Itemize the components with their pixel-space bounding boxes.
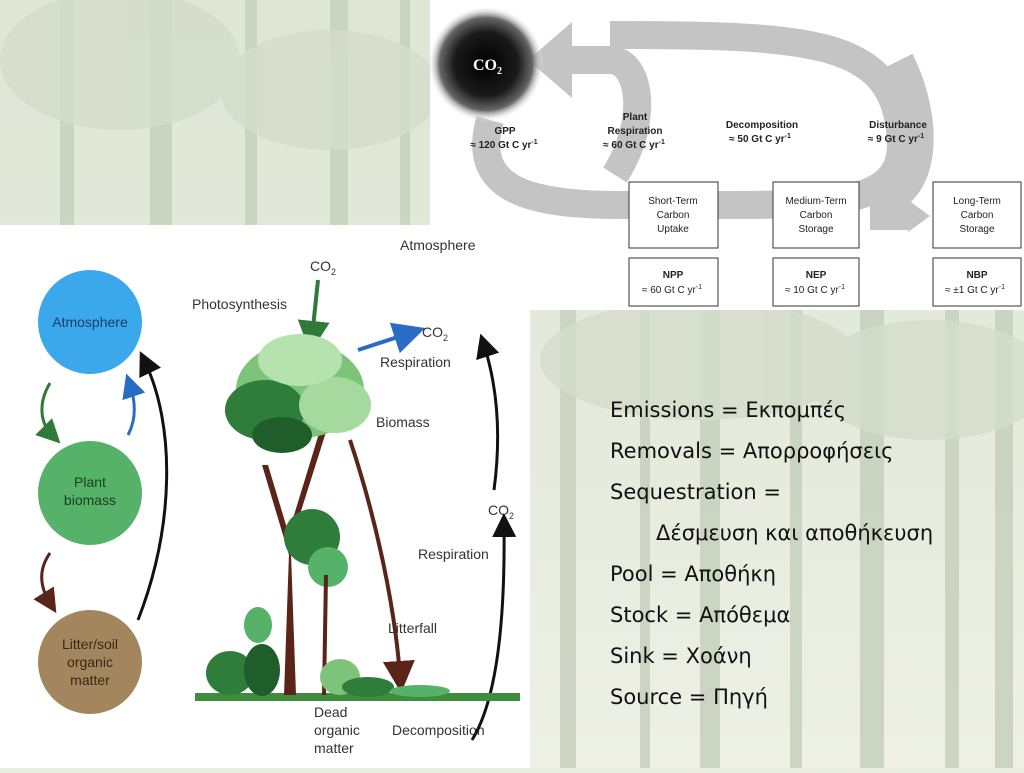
glossary-sequestration-translation: Δέσμευση και αποθήκευση xyxy=(656,521,934,545)
co2-lower-label: CO2 xyxy=(488,502,514,521)
svg-text:Storage: Storage xyxy=(959,224,994,235)
decomposition-label: Decomposition xyxy=(392,722,485,738)
atm-to-plant-arrow xyxy=(35,382,61,444)
litter-to-atm-arrow xyxy=(136,351,169,621)
photosynthesis-arrow xyxy=(297,279,330,353)
svg-text:Carbon: Carbon xyxy=(657,210,690,221)
svg-text:Uptake: Uptake xyxy=(657,224,689,235)
tree-illustration xyxy=(206,334,450,697)
respiration-lower-label: Respiration xyxy=(418,546,489,562)
short-term-box: Short-Term Carbon Uptake xyxy=(628,181,719,249)
atmosphere-circle xyxy=(38,270,142,374)
svg-text:Long-Term: Long-Term xyxy=(953,196,1001,207)
npp-box: NPP ≈ 60 Gt C yr-1 xyxy=(628,257,719,307)
plant-biomass-circle xyxy=(38,441,142,545)
plant-to-litter-arrow xyxy=(33,552,57,614)
carbon-flux-svg: CO2 GPP ≈ 120 Gt C yr-1 Plant Respiratio… xyxy=(428,6,1022,307)
gpp-arrow xyxy=(472,116,760,219)
co2-circle xyxy=(428,6,544,122)
atmosphere-circle-label: Atmosphere xyxy=(52,314,128,330)
carbon-flux-diagram: CO2 GPP ≈ 120 Gt C yr-1 Plant Respiratio… xyxy=(428,0,1024,310)
svg-text:≈ 10 Gt C yr-1: ≈ 10 Gt C yr-1 xyxy=(785,284,845,296)
svg-text:NEP: NEP xyxy=(806,270,827,281)
medium-term-box: Medium-Term Carbon Storage xyxy=(772,181,860,249)
gpp-name: GPP xyxy=(494,126,515,137)
disturbance-value: ≈ 9 Gt C yr-1 xyxy=(868,133,924,145)
decomposition-arrow xyxy=(470,513,517,741)
arrowhead-right xyxy=(908,200,930,232)
respiration-top-arrow xyxy=(357,322,426,354)
nep-box: NEP ≈ 10 Gt C yr-1 xyxy=(772,257,860,307)
litter-label-1: Litter/soil xyxy=(62,636,118,652)
glossary-source: Source = Πηγή xyxy=(610,685,768,709)
forest-carbon-cycle-diagram: Atmosphere Plant biomass Litter/soil org… xyxy=(0,225,530,768)
ground xyxy=(195,693,520,701)
respiration-arrow xyxy=(550,46,652,183)
svg-text:≈ 60 Gt C yr-1: ≈ 60 Gt C yr-1 xyxy=(642,284,702,296)
co2-top-label: CO2 xyxy=(310,258,336,277)
dead-label-2: organic xyxy=(314,722,360,738)
glossary-sink: Sink = Χοάνη xyxy=(610,644,752,668)
glossary-pool: Pool = Αποθήκη xyxy=(610,562,777,586)
litter-label-2: organic xyxy=(67,654,113,670)
atmosphere-label: Atmosphere xyxy=(400,237,476,253)
litterfall-label: Litterfall xyxy=(388,620,437,636)
svg-text:Carbon: Carbon xyxy=(961,210,994,221)
svg-text:Short-Term: Short-Term xyxy=(648,196,697,207)
litter-label-3: matter xyxy=(70,672,110,688)
gpp-value: ≈ 120 Gt C yr-1 xyxy=(470,139,537,151)
co2-label: CO2 xyxy=(473,57,502,77)
litter-circle xyxy=(38,610,142,714)
svg-text:Medium-Term: Medium-Term xyxy=(785,196,846,207)
disturbance-name: Disturbance xyxy=(869,120,927,131)
plant-resp-line1: Plant xyxy=(623,112,648,123)
co2-right-label: CO2 xyxy=(422,324,448,343)
photosynthesis-label: Photosynthesis xyxy=(192,296,287,312)
decomposition-name: Decomposition xyxy=(726,120,798,131)
plant-biomass-label-1: Plant xyxy=(74,474,106,490)
plant-resp-value: ≈ 60 Gt C yr-1 xyxy=(603,139,665,151)
glossary-sequestration: Sequestration = xyxy=(610,480,781,504)
disturbance-arrow xyxy=(867,53,934,219)
glossary-emissions: Emissions = Εκπομπές xyxy=(610,398,847,422)
glossary-stock: Stock = Απόθεμα xyxy=(610,603,791,627)
respiration-top-label: Respiration xyxy=(380,354,451,370)
glossary-removals: Removals = Απορροφήσεις xyxy=(610,439,894,463)
nbp-box: NBP ≈ ±1 Gt C yr-1 xyxy=(932,257,1022,307)
litterfall-arrow xyxy=(348,439,415,693)
plant-resp-line2: Respiration xyxy=(607,126,662,137)
svg-text:Storage: Storage xyxy=(798,224,833,235)
forest-cycle-svg: Atmosphere Plant biomass Litter/soil org… xyxy=(33,237,520,756)
svg-text:Carbon: Carbon xyxy=(800,210,833,221)
biomass-label: Biomass xyxy=(376,414,430,430)
svg-text:NPP: NPP xyxy=(663,270,684,281)
glossary-list: Emissions = Εκπομπές Removals = Απορροφή… xyxy=(610,390,1010,718)
long-term-box: Long-Term Carbon Storage xyxy=(932,181,1022,249)
decomposition-value: ≈ 50 Gt C yr-1 xyxy=(729,133,791,145)
plant-biomass-label-2: biomass xyxy=(64,492,116,508)
svg-text:≈ ±1 Gt C yr-1: ≈ ±1 Gt C yr-1 xyxy=(945,284,1005,296)
dead-label-1: Dead xyxy=(314,704,347,720)
dead-label-3: matter xyxy=(314,740,354,756)
arrowhead-left xyxy=(528,22,572,98)
svg-text:NBP: NBP xyxy=(966,270,987,281)
plant-to-atm-arrow xyxy=(122,373,146,436)
respiration-lower-arrow xyxy=(476,333,500,491)
